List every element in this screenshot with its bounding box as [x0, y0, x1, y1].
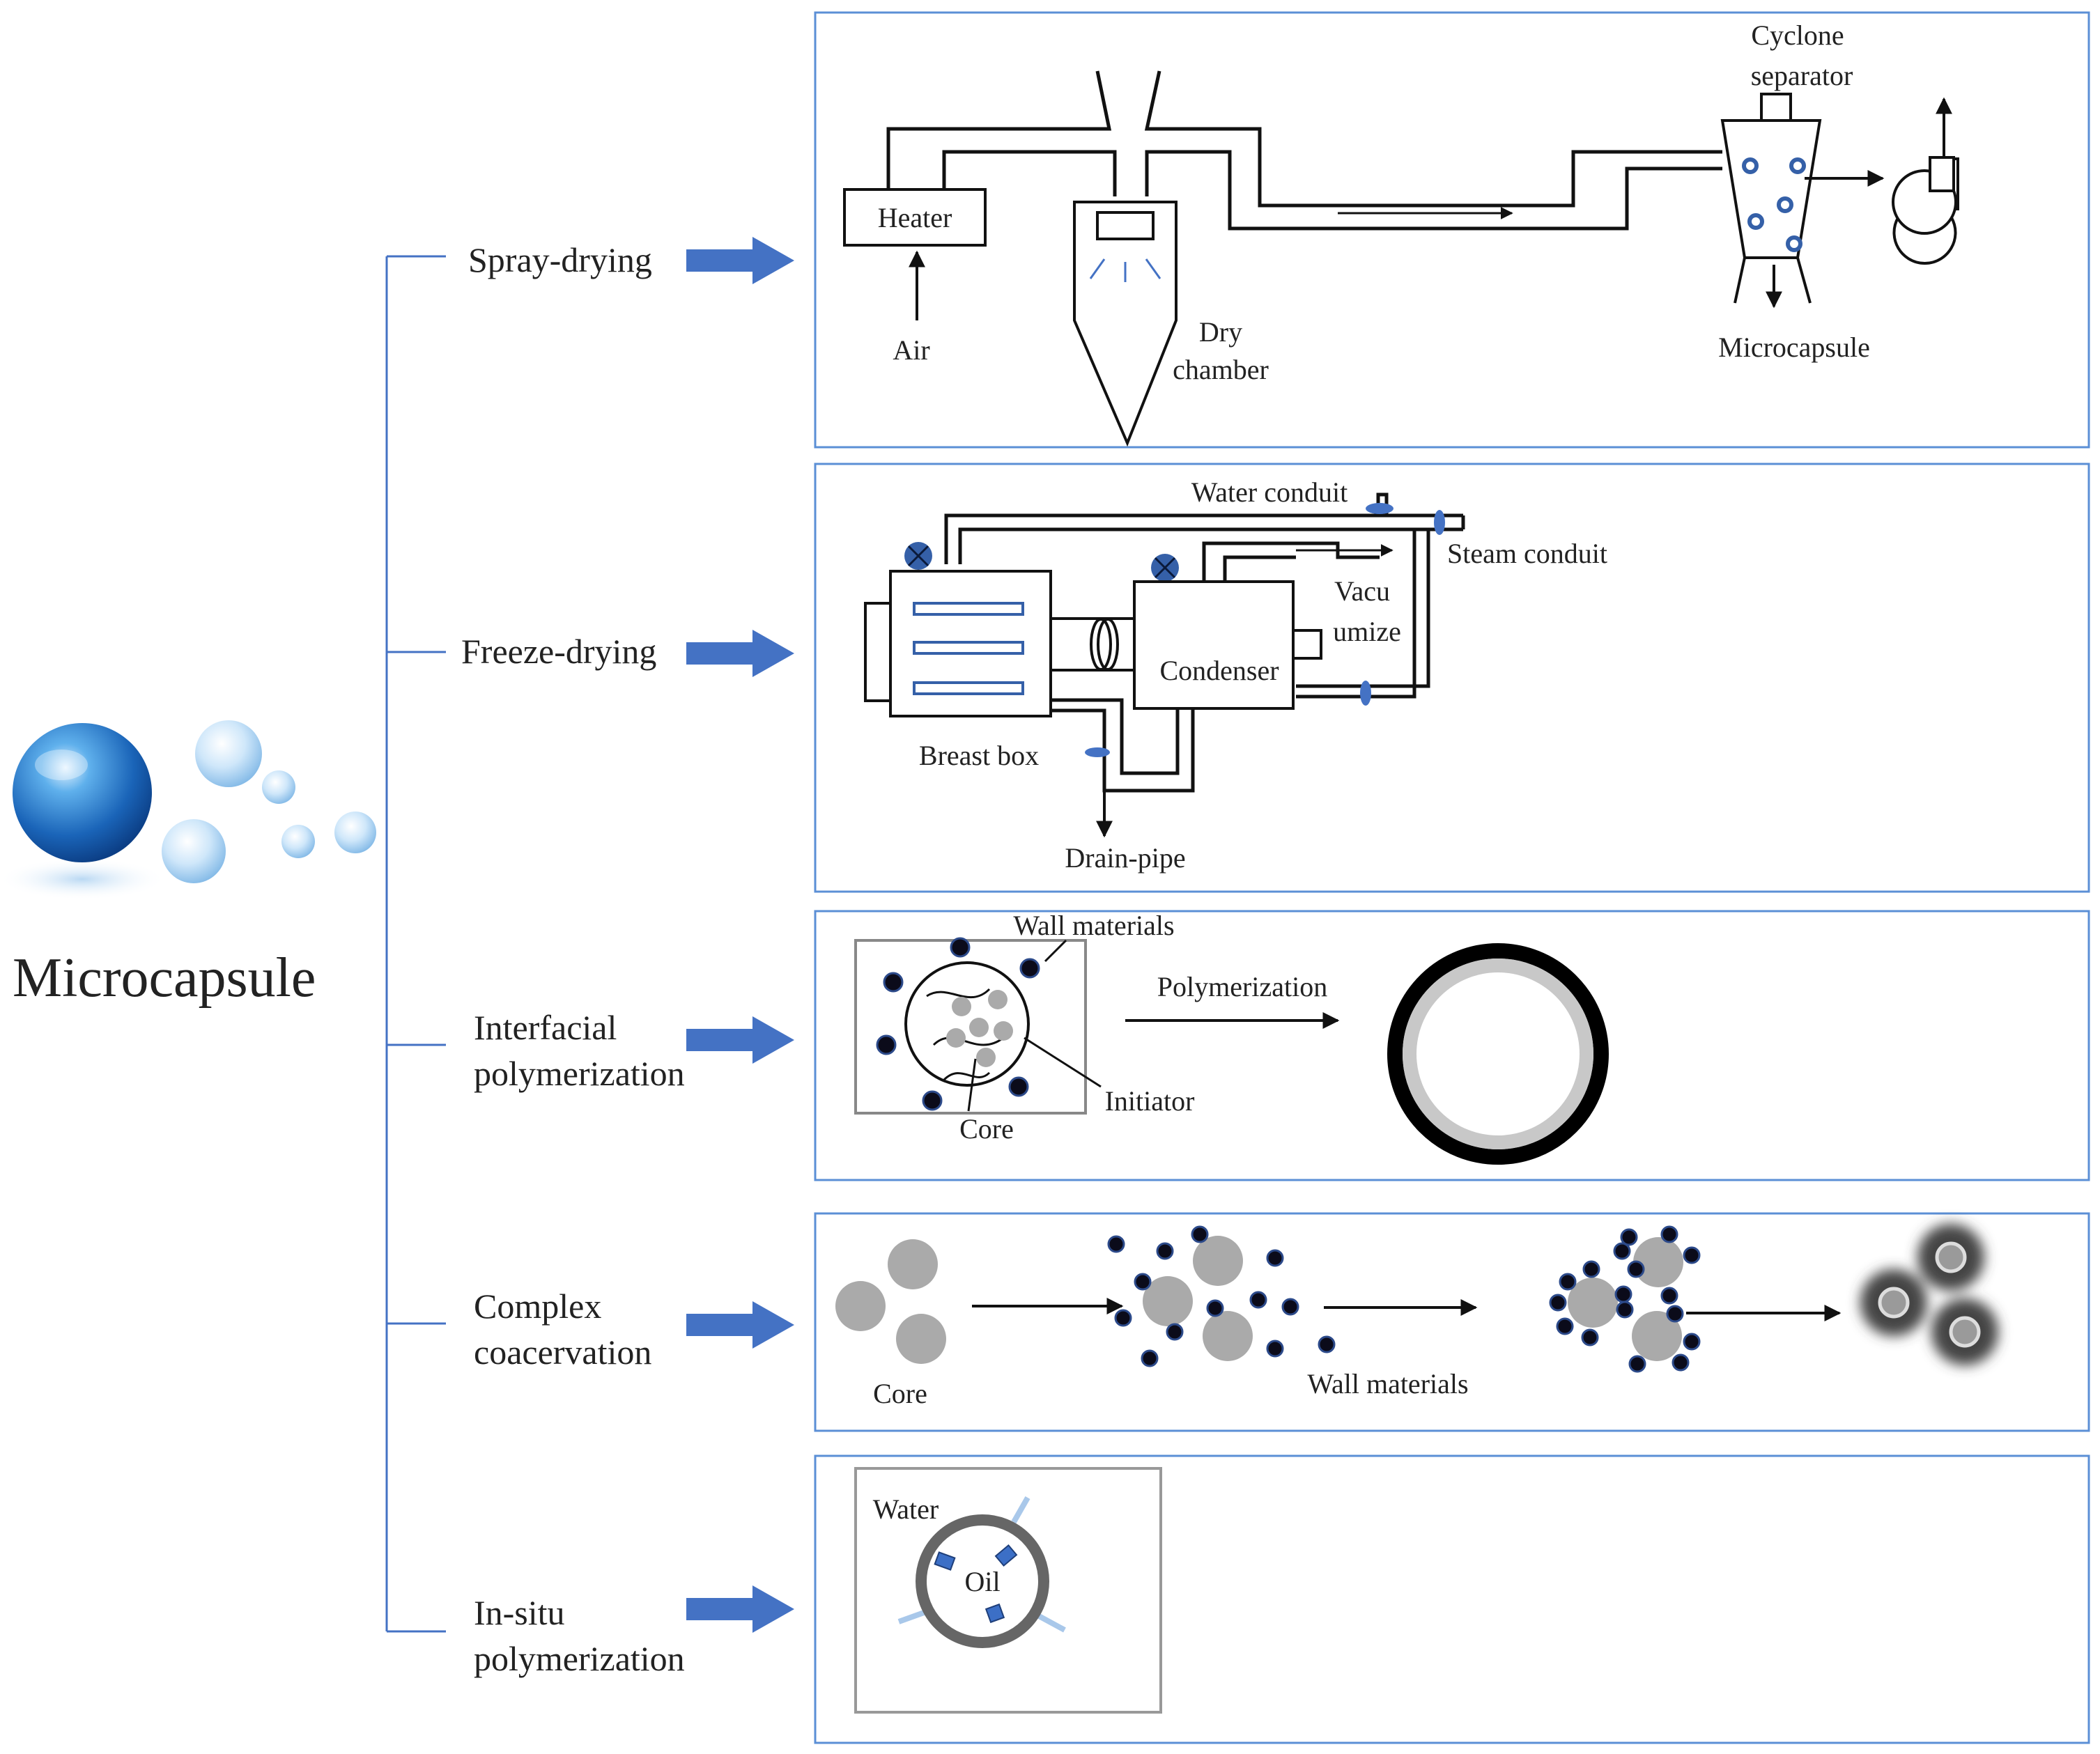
- main-title: Microcapsule: [13, 947, 316, 1009]
- valve-icon: [904, 542, 1179, 582]
- wall-materials-label: Wall materials: [1013, 910, 1174, 941]
- initiator-label: Initiator: [1105, 1085, 1195, 1117]
- heater-label: Heater: [878, 202, 952, 233]
- drain-pipe-label: Drain-pipe: [1065, 842, 1185, 874]
- arrow-complex: [686, 1301, 794, 1349]
- breast-box-label: Breast box: [919, 740, 1039, 771]
- oil-label: Oil: [964, 1566, 1000, 1597]
- arrow-spray: [686, 237, 794, 284]
- arrow-insitu: [686, 1585, 794, 1633]
- core-label-interfacial: Core: [959, 1113, 1014, 1144]
- interfacial-panel: Wall materials Initiator Core Pol: [854, 910, 1609, 1165]
- polymerization-label: Polymerization: [1157, 971, 1327, 1002]
- microcapsule-shell: [1387, 943, 1609, 1165]
- bubble-cluster-icon: [0, 720, 376, 900]
- arrow-freeze: [686, 630, 794, 677]
- tree-bracket: [385, 255, 446, 1633]
- condenser-label: Condenser: [1159, 655, 1279, 686]
- insitu-panel: Water Oil: [854, 1467, 1162, 1714]
- panel-frames: [814, 11, 2090, 1744]
- method-label-freeze-drying: Freeze-drying: [461, 632, 656, 671]
- condenser-box: [1133, 580, 1295, 710]
- complex-panel: Core Wall materials: [835, 1224, 1998, 1409]
- water-label: Water: [873, 1493, 939, 1525]
- heater-box: [843, 188, 987, 247]
- wall-materials-label-complex: Wall materials: [1307, 1368, 1468, 1399]
- core-label-complex: Core: [873, 1378, 927, 1409]
- method-label-spray-drying: Spray-drying: [468, 240, 652, 279]
- block-arrows: [686, 237, 794, 1633]
- steam-conduit-label: Steam conduit: [1447, 538, 1607, 569]
- microcapsule-label: Microcapsule: [1718, 332, 1870, 363]
- arrow-interfacial: [686, 1016, 794, 1064]
- water-conduit-label: Water conduit: [1191, 476, 1348, 508]
- freeze-drying-panel: Water conduit Steam conduit Breast box: [864, 476, 1607, 874]
- air-label: Air: [893, 334, 929, 366]
